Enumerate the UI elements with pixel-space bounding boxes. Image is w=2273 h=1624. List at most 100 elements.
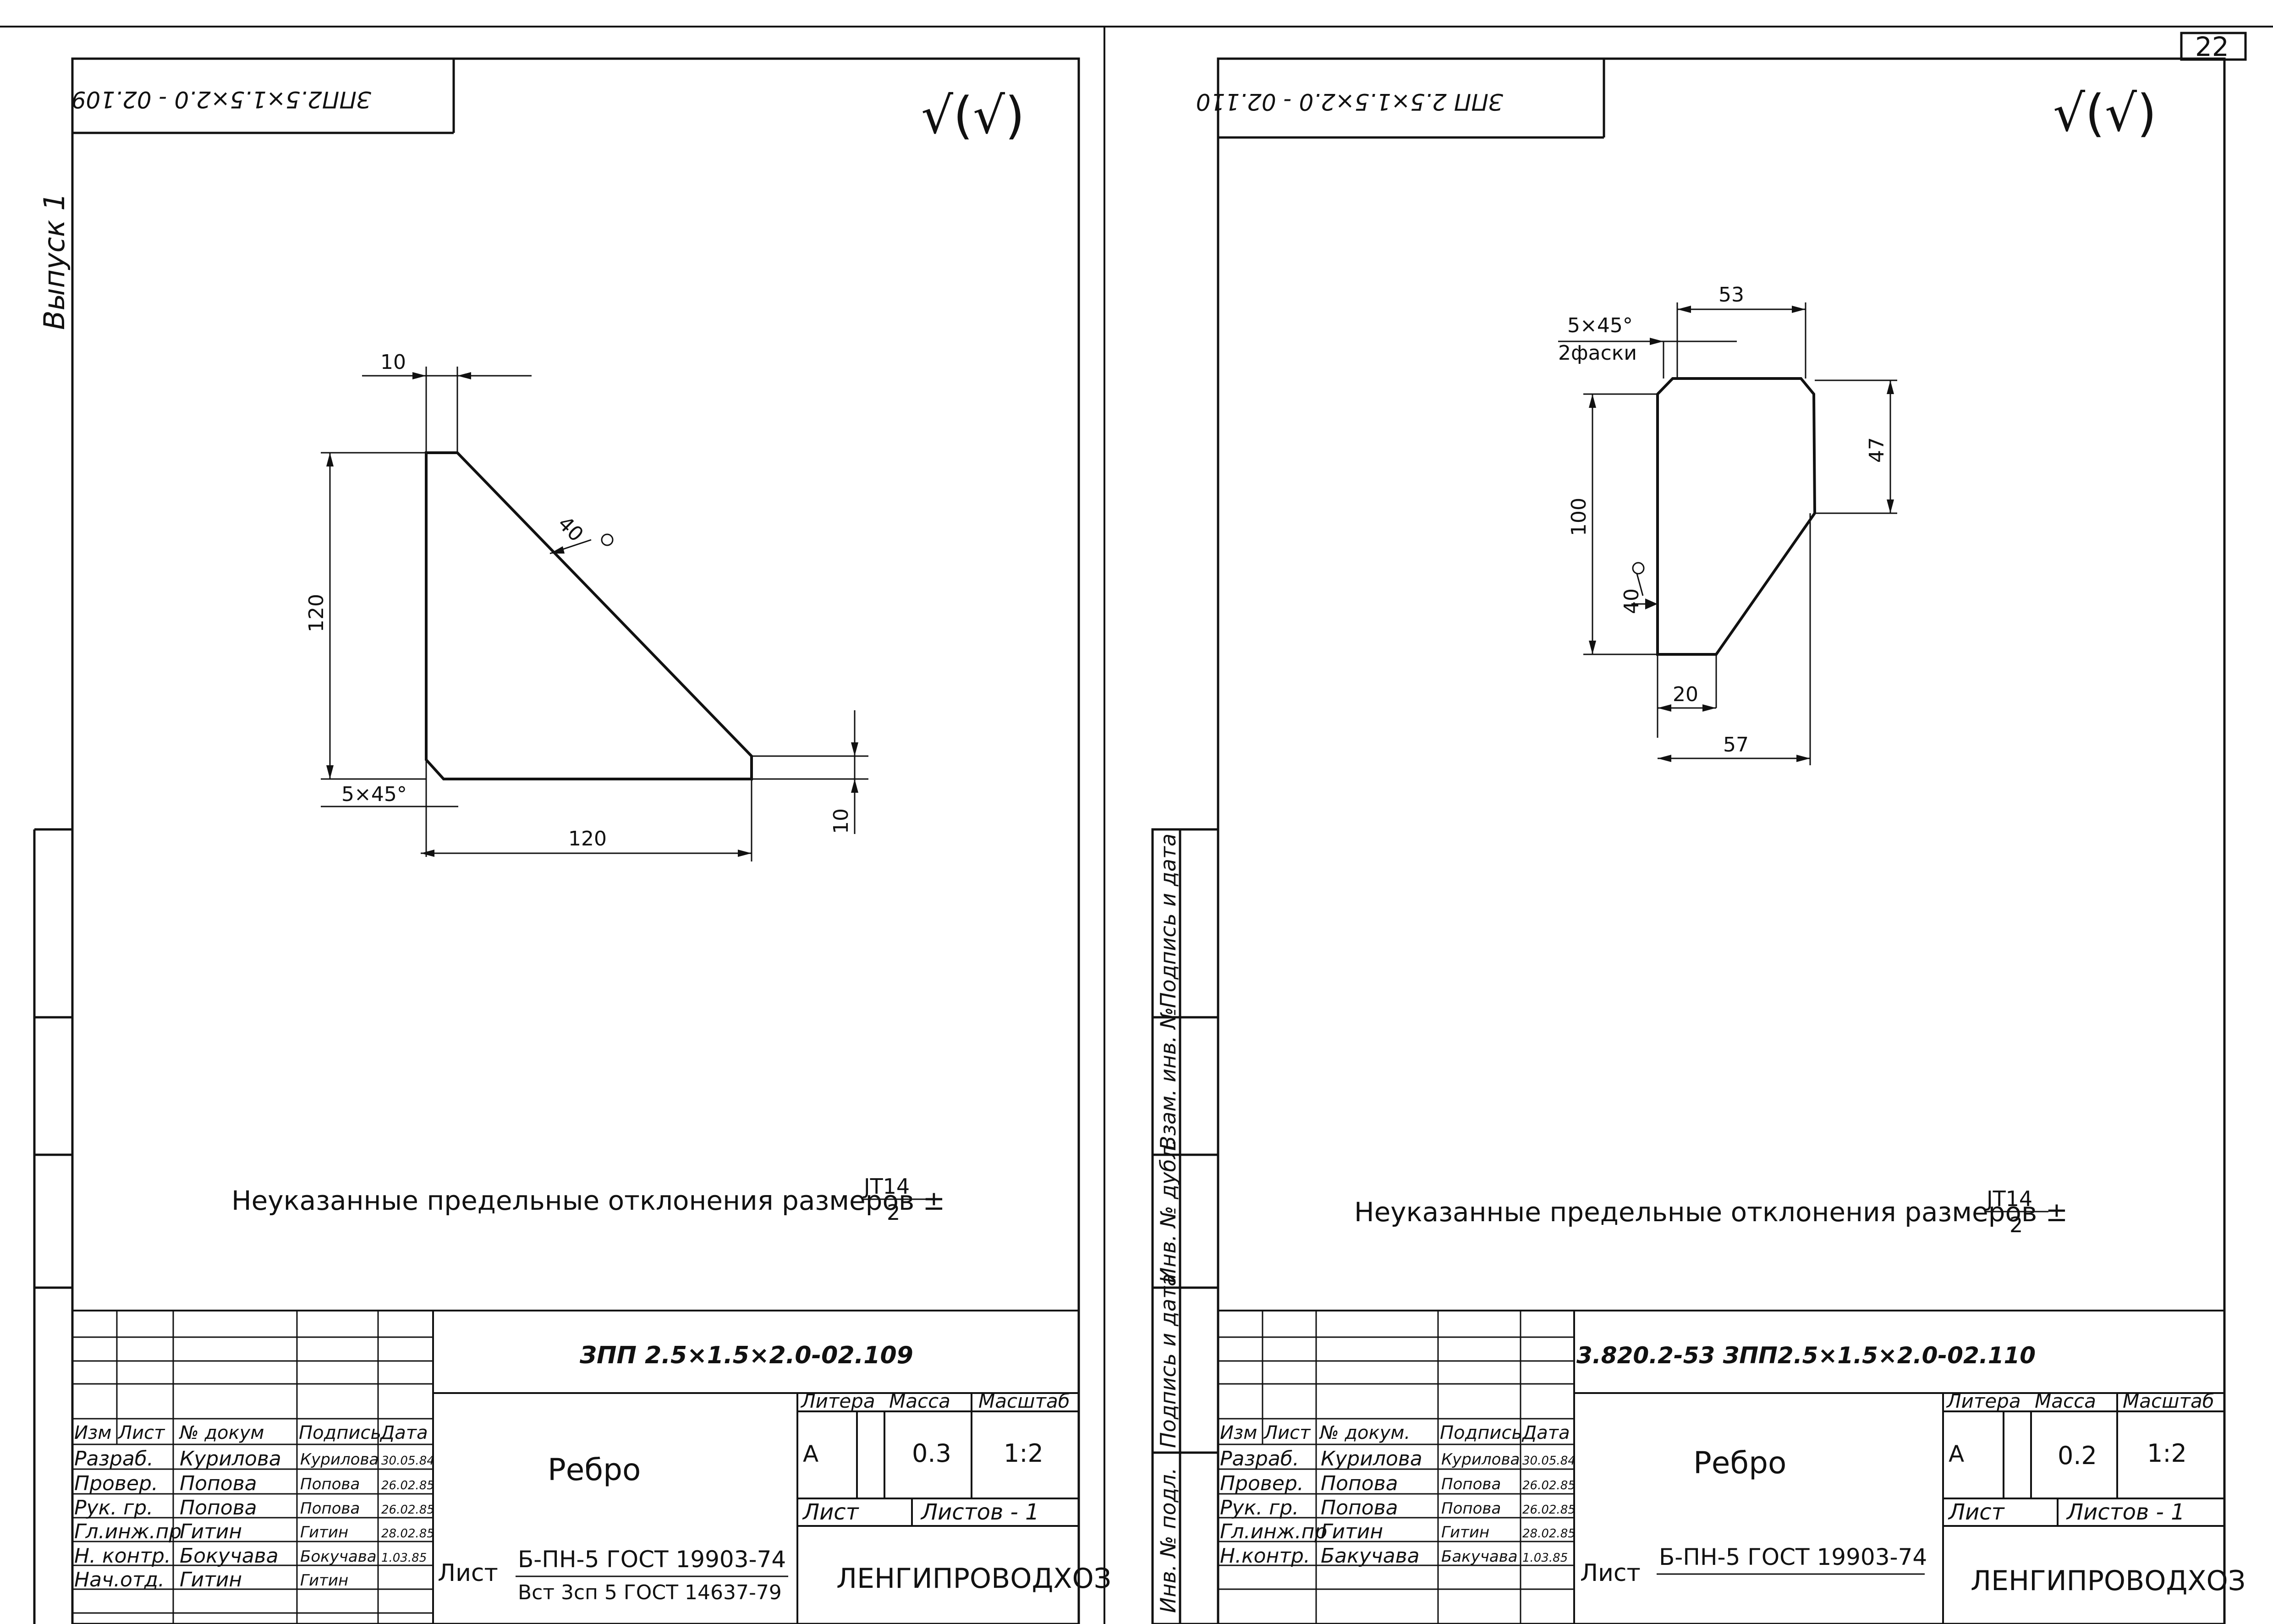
role-2: Провер.	[1220, 1472, 1304, 1495]
tolerance-numerator: JT14	[862, 1174, 910, 1199]
tolerance-denominator: 2	[887, 1200, 900, 1225]
sign-4: Гитин	[300, 1523, 348, 1542]
litera-label: Литера	[800, 1390, 875, 1412]
side-stamp-labels: Подпись и дата Взам. инв. № Инв. № дубл.…	[1156, 834, 1180, 1613]
name-6: Гитин	[180, 1568, 242, 1591]
role-5: Н.контр.	[1220, 1544, 1310, 1568]
role-1: Разраб.	[74, 1447, 154, 1470]
part-outline	[425, 451, 753, 780]
sheets-count: Листов - 1	[2066, 1499, 2185, 1525]
name-1: Курилова	[1321, 1447, 1422, 1470]
dimension-lines	[321, 367, 868, 861]
part-name: Ребро	[1693, 1445, 1786, 1481]
mass-value: 0.2	[2058, 1441, 2097, 1470]
dimension-arrows	[326, 372, 858, 857]
dim-height: 120	[305, 594, 328, 632]
role-6: Нач.отд.	[74, 1568, 165, 1591]
name-4: Гитин	[1321, 1520, 1383, 1543]
mass-value: 0.3	[912, 1439, 951, 1468]
hdr-sign: Подпись	[1440, 1422, 1522, 1443]
role-4: Гл.инж.пр	[1220, 1520, 1327, 1543]
dim-overall-width: 57	[1723, 733, 1749, 757]
hdr-izm: Изм	[74, 1422, 111, 1443]
organization: ЛЕНГИПРОВОДХОЗ	[1971, 1565, 2246, 1597]
name-2: Попова	[180, 1472, 257, 1495]
sign-3: Попова	[1441, 1499, 1501, 1518]
scale-value: 1:2	[1004, 1439, 1043, 1468]
page-number: 22	[2195, 31, 2229, 62]
dim-bottom-offset: 10	[829, 808, 853, 834]
material-label: Лист	[438, 1559, 498, 1587]
sign-4: Гитин	[1441, 1523, 1489, 1542]
name-1: Курилова	[180, 1447, 281, 1470]
hdr-date: Дата	[379, 1422, 428, 1443]
dim-chamfer-width: 10	[380, 351, 406, 374]
sign-1: Курилова	[1441, 1450, 1520, 1469]
stamp-label-2: Взам. инв. №	[1156, 1007, 1180, 1150]
mass-label: Масса	[2035, 1390, 2096, 1412]
dim-chamfer-note: 5×45°	[1567, 314, 1633, 337]
issue-label: Выпуск 1	[38, 193, 71, 330]
scale-label: Масштаб	[978, 1390, 1070, 1412]
tolerance-numerator: JT14	[1985, 1186, 2032, 1211]
dim-base-width: 120	[568, 827, 607, 850]
part-name: Ребро	[548, 1452, 641, 1487]
name-5: Бакучава	[1321, 1544, 1420, 1568]
stamp-label-1: Подпись и дата	[1156, 834, 1180, 1008]
date-5: 1.03.85	[1522, 1551, 1568, 1565]
dimension-labels: 10 120 40 5×45° 120 10	[305, 351, 853, 850]
roughness-mark: √(√)	[2053, 84, 2157, 143]
dimension-arrows	[1589, 306, 1894, 762]
material-top: Б-ПН-5 ГОСТ 19903-74	[518, 1546, 786, 1573]
scale-value: 1:2	[2147, 1439, 2187, 1468]
role-4: Гл.инж.пр	[74, 1520, 181, 1543]
mass-label: Масса	[889, 1390, 950, 1412]
hdr-list: Лист	[117, 1422, 165, 1443]
role-3: Рук. гр.	[74, 1496, 153, 1520]
dim-radius: 40	[553, 512, 588, 547]
date-2: 26.02.85	[1522, 1479, 1576, 1492]
name-3: Попова	[180, 1496, 257, 1520]
tolerance-note: Неуказанные предельные отклонения размер…	[231, 1185, 945, 1216]
sheet-label: Лист	[802, 1499, 860, 1525]
role-1: Разраб.	[1220, 1447, 1299, 1470]
hdr-izm: Изм	[1220, 1422, 1257, 1443]
mirrored-code: ЗПП2.5×1.5×2.0 - 02.109	[71, 86, 371, 113]
sheet-label: Лист	[1948, 1499, 2005, 1525]
hdr-sign: Подпись	[299, 1422, 381, 1443]
material-bottom: Вст 3сп 5 ГОСТ 14637-79	[518, 1581, 782, 1604]
stamp-label-4: Подпись и дата	[1156, 1273, 1180, 1448]
date-4: 28.02.85	[1522, 1527, 1576, 1541]
part-outline	[1656, 377, 1817, 656]
dimension-lines	[1558, 302, 1897, 765]
date-1: 30.05.84	[1522, 1454, 1576, 1468]
litera-value: А	[1949, 1441, 1964, 1467]
date-3: 26.02.85	[1522, 1503, 1576, 1517]
tolerance-note: Неуказанные предельные отклонения размер…	[1354, 1196, 2068, 1228]
date-2: 26.02.85	[381, 1479, 434, 1492]
hdr-date: Дата	[1521, 1422, 1570, 1443]
sign-6: Гитин	[300, 1571, 348, 1590]
hdr-doc: № докум	[179, 1422, 264, 1443]
role-5: Н. контр.	[74, 1544, 171, 1568]
doc-code: 3.820.2-53 ЗПП2.5×1.5×2.0-02.110	[1576, 1342, 2036, 1369]
title-block: Изм Лист № докум. Подпись Дата Разраб. К…	[1218, 1310, 2246, 1624]
dim-chamfer-note: 5×45°	[341, 783, 407, 806]
date-4: 28.02.85	[381, 1527, 434, 1541]
sign-1: Курилова	[300, 1450, 379, 1469]
sign-5: Бокучава	[300, 1547, 377, 1566]
name-3: Попова	[1321, 1496, 1398, 1520]
sign-3: Попова	[300, 1499, 360, 1518]
right-sheet: ЗПП 2.5×1.5×2.0 - 02.110 √(√)	[1196, 84, 2246, 1624]
date-3: 26.02.85	[381, 1503, 434, 1517]
left-sheet: ЗПП2.5×1.5×2.0 - 02.109 √(√)	[71, 86, 1111, 1624]
role-2: Провер.	[74, 1472, 158, 1495]
sign-2: Попова	[1441, 1475, 1501, 1493]
sheets-count: Листов - 1	[920, 1499, 1039, 1525]
date-1: 30.05.84	[381, 1454, 434, 1468]
dim-side-height: 47	[1865, 437, 1889, 463]
dim-bottom-width: 20	[1673, 683, 1698, 706]
doc-code: ЗПП 2.5×1.5×2.0-02.109	[579, 1342, 913, 1369]
hdr-doc: № докум.	[1319, 1422, 1410, 1443]
